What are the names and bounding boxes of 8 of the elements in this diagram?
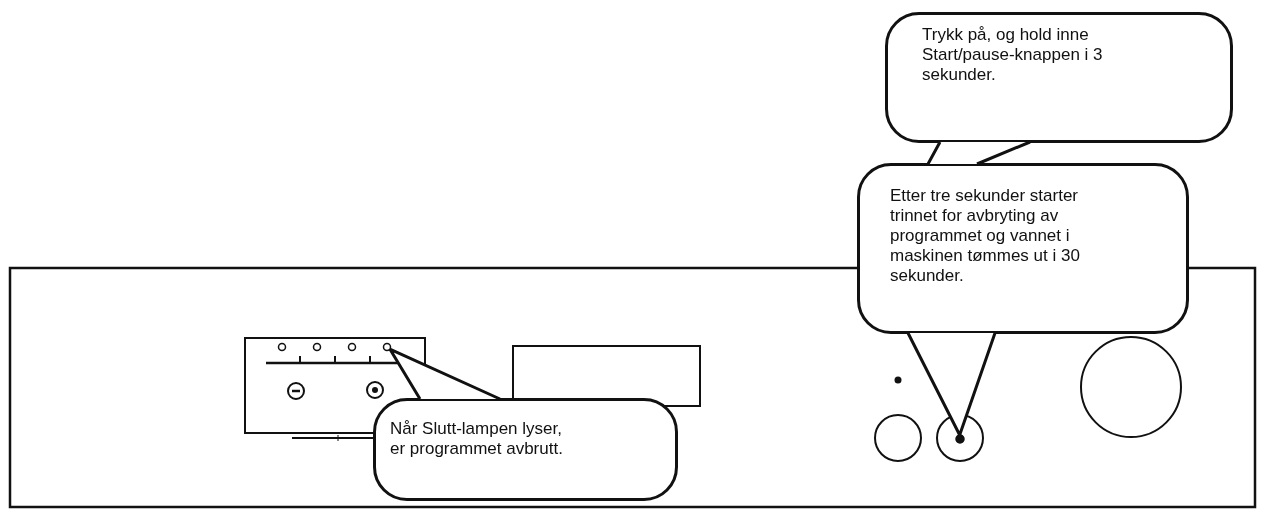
indicator-lamp xyxy=(382,342,392,352)
speech-bubble-tail xyxy=(388,347,502,401)
instruction-text: Etter tre sekunder starter trinnet for avbryting av programmet og vannet i maskinen tømmes ut i 30 sekunder. xyxy=(890,186,1081,286)
button-indicator-dot xyxy=(955,434,965,444)
speech-bubble-tail xyxy=(906,331,997,437)
speech-bubble-tail xyxy=(926,140,1032,166)
instruction-text: Når Slutt-lampen lyser, er programmet avbrutt. xyxy=(390,419,564,459)
instruction-text: Trykk på, og hold inne Start/pause-knappen i 3 sekunder. xyxy=(922,25,1104,85)
